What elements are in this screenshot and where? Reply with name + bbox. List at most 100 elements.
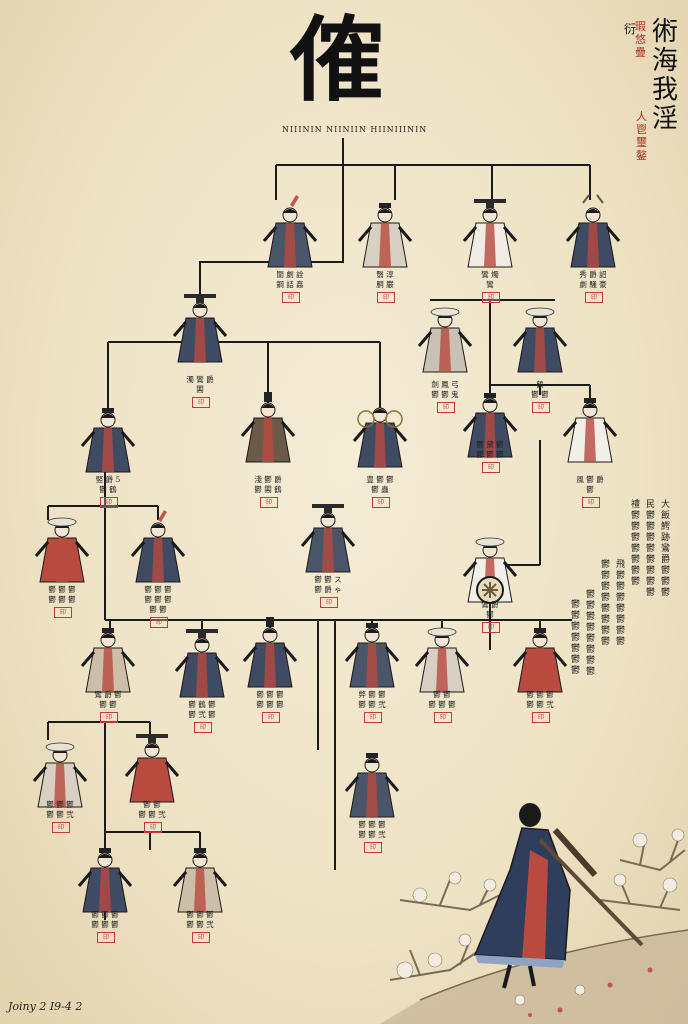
member-figure <box>417 307 473 373</box>
traveler-hem <box>475 955 565 968</box>
vertical-text-col: 飛鬱鬱鬱鬱鬱鬱鬱 <box>615 560 625 647</box>
blossom-clusters <box>396 828 685 1006</box>
member-figure <box>172 294 228 363</box>
member-figure <box>562 398 618 463</box>
seal-stamp: 印 <box>100 497 118 508</box>
member-label: 鬱 鬱 鬱 鬱 鬱 弐 <box>46 800 74 819</box>
member-figure <box>124 734 180 803</box>
member-label: 鸞 燭 鸞 <box>481 270 499 289</box>
member-figure <box>565 194 621 268</box>
connector-top-row <box>275 164 591 200</box>
right-column-2: 衍 <box>624 22 637 36</box>
member-label: 鬱 鬱 鬱 鬱 鬱 弐 <box>358 820 386 839</box>
member-label: 豊 鬱 鬱 鬱 蟲 <box>366 475 394 494</box>
landscape-scene <box>380 803 688 1024</box>
connector-gen3-left <box>47 470 159 620</box>
member-label: 鬱 鬱 鬱 鬱 弐 <box>138 800 166 819</box>
member-figure <box>512 307 568 373</box>
vertical-text-col: 鬱鬱鬱鬱鬱鬱鬱鬱 <box>600 560 610 647</box>
member-label: 鬱 鬱 鬱 鬱 鬱 弐 <box>526 690 554 709</box>
member-figure <box>130 510 186 583</box>
seal-stamp: 印 <box>194 722 212 733</box>
figure-group <box>32 194 621 913</box>
member-figure <box>512 628 568 693</box>
member-label: 閨 劇 詮 鋼 詰 姦 <box>276 270 304 289</box>
artist-signature: Joiny 2 I9-4 2 <box>8 1000 83 1013</box>
seal-stamp: 印 <box>377 292 395 303</box>
seal-stamp: 印 <box>52 822 70 833</box>
title-subtitle: ΝΙΙΙΝΙΝ ΝΙΙΝΙΙΝ ΗΙΙΝΙΙΙΝΙΝ <box>282 125 428 134</box>
member-figure <box>344 623 400 688</box>
seal-stamp: 印 <box>582 497 600 508</box>
vertical-text-col: 鬱鬱鬱鬱鬱鬱鬱 <box>570 600 580 676</box>
seal-stamp: 印 <box>364 842 382 853</box>
member-label: 鬱 鬱 鬱 鬱 鬱 <box>428 690 456 709</box>
vertical-text-col: 大飯鰐跡鸞爵鬱鬱鬱 <box>660 500 670 598</box>
seal-stamp: 印 <box>262 712 280 723</box>
seal-stamp: 印 <box>320 597 338 608</box>
walking-traveler-figure <box>473 803 644 989</box>
member-figure <box>357 203 413 268</box>
seal-stamp: 印 <box>192 932 210 943</box>
traveler-head <box>519 803 541 827</box>
member-label: 鸞 爵 鬱 <box>481 600 499 619</box>
member-label: 翳 淳 胴 巌 <box>376 270 394 289</box>
member-figure <box>462 393 518 458</box>
member-figure <box>80 408 136 473</box>
member-figure <box>300 504 356 573</box>
member-figure <box>262 195 318 268</box>
seal-stamp: 印 <box>192 397 210 408</box>
connector-gen2-right <box>430 299 591 400</box>
member-label: 風 鬱 爵 鬱 <box>576 475 604 494</box>
seal-stamp: 印 <box>482 462 500 473</box>
vertical-text-col: 民鬱鬱鬱鬱鬱鬱鬱鬱 <box>645 500 655 598</box>
member-label: 鸞 爵 鬱 鬱 鬱 <box>94 690 122 709</box>
seal-stamp: 印 <box>364 712 382 723</box>
seal-stamp: 印 <box>482 292 500 303</box>
seal-stamp: 印 <box>437 402 455 413</box>
traveler-cloak <box>473 827 571 961</box>
traveler-inner-robe <box>522 850 548 960</box>
member-label: 鬱 鶴 鬱 鬱 弐 鬱 <box>188 700 216 719</box>
member-label: 竪 爵 5 鬱 鶴 <box>95 475 121 494</box>
member-figure <box>344 753 400 818</box>
member-label: 秀 爵 詔 劇 騒 豪 <box>579 270 607 289</box>
seal-stamp: 印 <box>482 622 500 633</box>
member-figure <box>32 742 88 808</box>
member-figure <box>34 517 90 583</box>
member-figure <box>352 407 408 468</box>
traveler-legs <box>502 964 536 989</box>
flower-dots <box>528 967 653 1017</box>
member-figure <box>77 848 133 913</box>
member-label: 淺 鬱 爵 鬱 閣 鶴 <box>254 475 282 494</box>
seal-stamp: 印 <box>532 712 550 723</box>
traveler-bundle <box>552 828 598 877</box>
traveler-staff <box>538 838 644 947</box>
member-label: 鶴 鬱 鬱 <box>531 380 549 399</box>
red-annotation-column: 瑕悠疊 <box>635 20 646 59</box>
tree-connectors <box>47 138 591 920</box>
member-figure <box>174 629 230 698</box>
seal-stamp: 印 <box>144 822 162 833</box>
seal-stamp: 印 <box>282 292 300 303</box>
seal-stamp: 印 <box>372 497 390 508</box>
connector-gen2-left <box>107 341 381 420</box>
connector-gen4 <box>47 721 201 920</box>
seal-stamp: 印 <box>100 712 118 723</box>
member-label: 鬱 鬱 ス 鬱 爵 ゃ <box>314 575 342 594</box>
vertical-text-col: 禮鬱鬱鬱鬱鬱鬱鬱 <box>630 500 640 587</box>
member-label: 鬱 黛 鬱 鬱 鬱 鬱 <box>476 440 504 459</box>
seal-stamp: 印 <box>150 617 168 628</box>
red-annotation-column-2: 人鬯璽鏊 <box>636 110 647 162</box>
member-label: 鬱 鬱 鬱 鬱 鬱 鬱 <box>256 690 284 709</box>
member-label: 濁 鸞 爵 閣 <box>186 375 214 394</box>
seal-stamp: 印 <box>97 932 115 943</box>
member-figure <box>80 628 136 693</box>
member-label: 劍 鳳 弓 鬱 鬱 鬼 <box>431 380 459 399</box>
member-label: 鬱 鬱 鬱 鬱 鬱 鬱 <box>91 910 119 929</box>
family-crest-icon <box>476 576 504 604</box>
member-label: 鬱 鬱 鬱 鬱 鬱 弐 <box>186 910 214 929</box>
member-figure <box>172 848 228 913</box>
member-figure <box>462 199 518 268</box>
